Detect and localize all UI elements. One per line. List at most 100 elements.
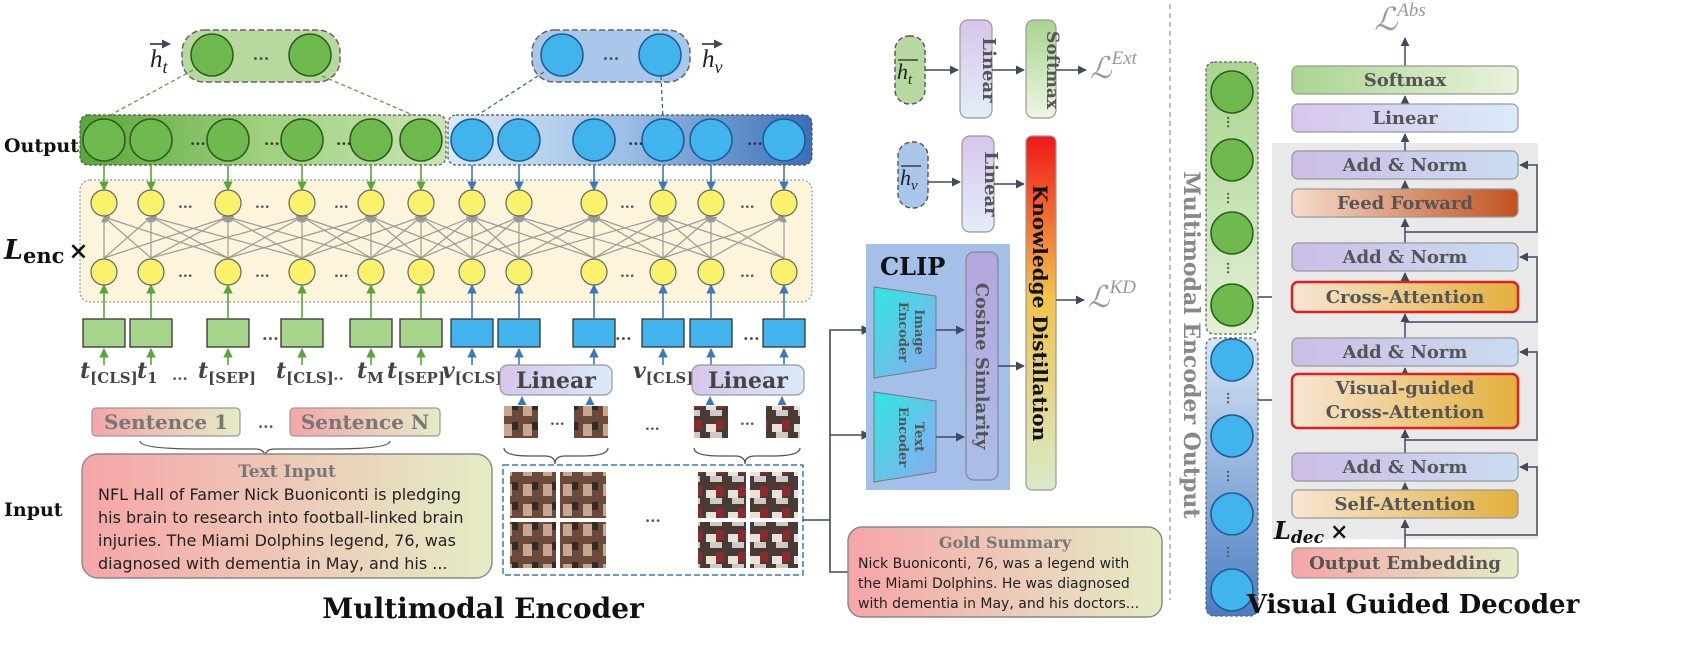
visual-guided-cross-attention-box-label: Visual-guided (1335, 378, 1475, 399)
linear-ext-box (959, 19, 993, 119)
l-enc-label: Lenc× (3, 235, 89, 268)
visual-embedding (572, 318, 616, 348)
ellipsis-mark: ... (620, 196, 635, 212)
ellipsis-mark: ... (178, 196, 193, 212)
residual-arrow (1405, 462, 1538, 536)
image-patch (694, 406, 728, 438)
mm-text-circle (1210, 211, 1254, 255)
add-norm-box (1291, 452, 1519, 482)
ellipsis-mark: ... (1224, 116, 1238, 129)
l-kd-label: ℒKD (1088, 277, 1136, 314)
svg-text:t1: t1 (137, 358, 158, 387)
visual-output-circle (762, 118, 806, 162)
attention-edge (710, 216, 785, 259)
attention-edge (593, 216, 664, 259)
attention-edge (662, 215, 785, 259)
output-embedding-box-label: Output Embedding (1309, 553, 1501, 574)
ellipsis-mark: ... (1224, 470, 1238, 483)
svg-text:hv: hv (900, 165, 918, 194)
svg-text:Linear: Linear (516, 368, 596, 394)
ellipsis-mark: ... (1224, 262, 1238, 275)
encoder-node-top (770, 189, 798, 217)
ellipsis-mark: ... (334, 196, 349, 212)
output-circles: ............... (82, 118, 806, 162)
residual-arrow (1405, 347, 1538, 441)
text-embedding (82, 318, 126, 348)
svg-text:...: ... (262, 325, 279, 344)
ellipsis-mark: ... (1224, 192, 1238, 205)
embedding-rects (82, 318, 806, 406)
svg-text:ht: ht (897, 59, 913, 88)
softmax-ext-box (1025, 19, 1057, 119)
svg-text:t[SEP]: t[SEP] (198, 358, 256, 387)
mm-visual-circle (1210, 414, 1254, 458)
svg-text:Sentence 1: Sentence 1 (104, 410, 228, 434)
token-labels: t[CLS] t1 ... t[SEP] t[CLS] ... tM t[SEP… (80, 358, 693, 387)
mm-encoder-output-label: Multimodal Encoder Output (1178, 171, 1204, 519)
visual-embedding (689, 318, 733, 348)
h-v-group: ... hv (531, 29, 723, 83)
svg-text:his brain to research into foo: his brain to research into football-link… (98, 508, 463, 527)
visual-embedding (641, 318, 685, 348)
mm-text-circle (1210, 283, 1254, 327)
svg-text:...: ... (253, 45, 270, 64)
attention-edge (370, 216, 422, 259)
self-attention-box-label: Self-Attention (1335, 494, 1476, 515)
text-output-circle (280, 118, 324, 162)
svg-text:Linear: Linear (708, 368, 788, 394)
gold-summary-box (847, 526, 1163, 618)
attention-edge (518, 216, 595, 259)
encoder-node-top (288, 189, 316, 217)
sentence-n-box (289, 407, 441, 437)
ellipsis-mark: ... (747, 131, 763, 149)
text-output-circle (129, 118, 173, 162)
mm-visual-output-column (1205, 337, 1259, 617)
encoder-node-top (580, 189, 608, 217)
encoder-node-top (407, 189, 435, 217)
mm-visual-circle (1210, 338, 1254, 382)
svg-text:...: ... (645, 418, 660, 434)
text-output-circle (349, 118, 393, 162)
svg-text:...: ... (603, 45, 620, 64)
svg-text:ImageEncoder: ImageEncoder (895, 302, 926, 362)
attention-edge (471, 216, 520, 259)
svg-text:Gold Summary: Gold Summary (939, 533, 1072, 552)
text-embedding (206, 318, 250, 348)
encoder-node-top (357, 189, 385, 217)
sentence-1-box (91, 407, 241, 437)
softmax-box (1291, 65, 1519, 95)
self-attention-box (1291, 489, 1519, 519)
output-label: Output (4, 135, 79, 157)
encoder-node-bottom (458, 258, 486, 286)
svg-text:t[SEP]: t[SEP] (387, 358, 445, 387)
svg-text:...: ... (615, 325, 632, 344)
ellipsis-mark: ... (1224, 546, 1238, 559)
svg-text:Nick Buoniconti, 76, was a leg: Nick Buoniconti, 76, was a legend with (858, 556, 1129, 572)
cross-attention-box (1290, 280, 1520, 314)
attention-edge (420, 216, 473, 259)
encoder-block (79, 179, 813, 303)
encoder-node-bottom (407, 258, 435, 286)
ellipsis-mark: ... (740, 265, 755, 281)
add-norm-box-label: Add & Norm (1342, 247, 1468, 268)
encoder-node-bottom (357, 258, 385, 286)
encoder-node-top (458, 189, 486, 217)
svg-text:with dementia in May, and his: with dementia in May, and his doctors... (858, 596, 1139, 612)
mm-visual-circle (1210, 568, 1254, 612)
mm-text-output-column (1205, 61, 1259, 335)
cross-attention-box-label: Cross-Attention (1326, 287, 1485, 308)
l-ext-label: ℒExt (1090, 48, 1138, 85)
add-norm-box (1291, 337, 1519, 367)
svg-text:t[CLS]: t[CLS] (276, 358, 334, 387)
svg-text:diagnosed with dementia in May: diagnosed with dementia in May, and his … (98, 554, 448, 573)
svg-text:injuries. The Miami Dolphins l: injuries. The Miami Dolphins legend, 76,… (98, 531, 456, 550)
svg-text:v[CLS]: v[CLS] (442, 358, 502, 387)
knowledge-distillation-box (1025, 135, 1057, 491)
encoder-node-bottom (649, 258, 677, 286)
svg-text:CLIP: CLIP (880, 252, 945, 281)
encoder-node-bottom (580, 258, 608, 286)
svg-text:tM: tM (357, 358, 384, 387)
image-patch (574, 406, 608, 438)
attention-edge (518, 215, 664, 259)
